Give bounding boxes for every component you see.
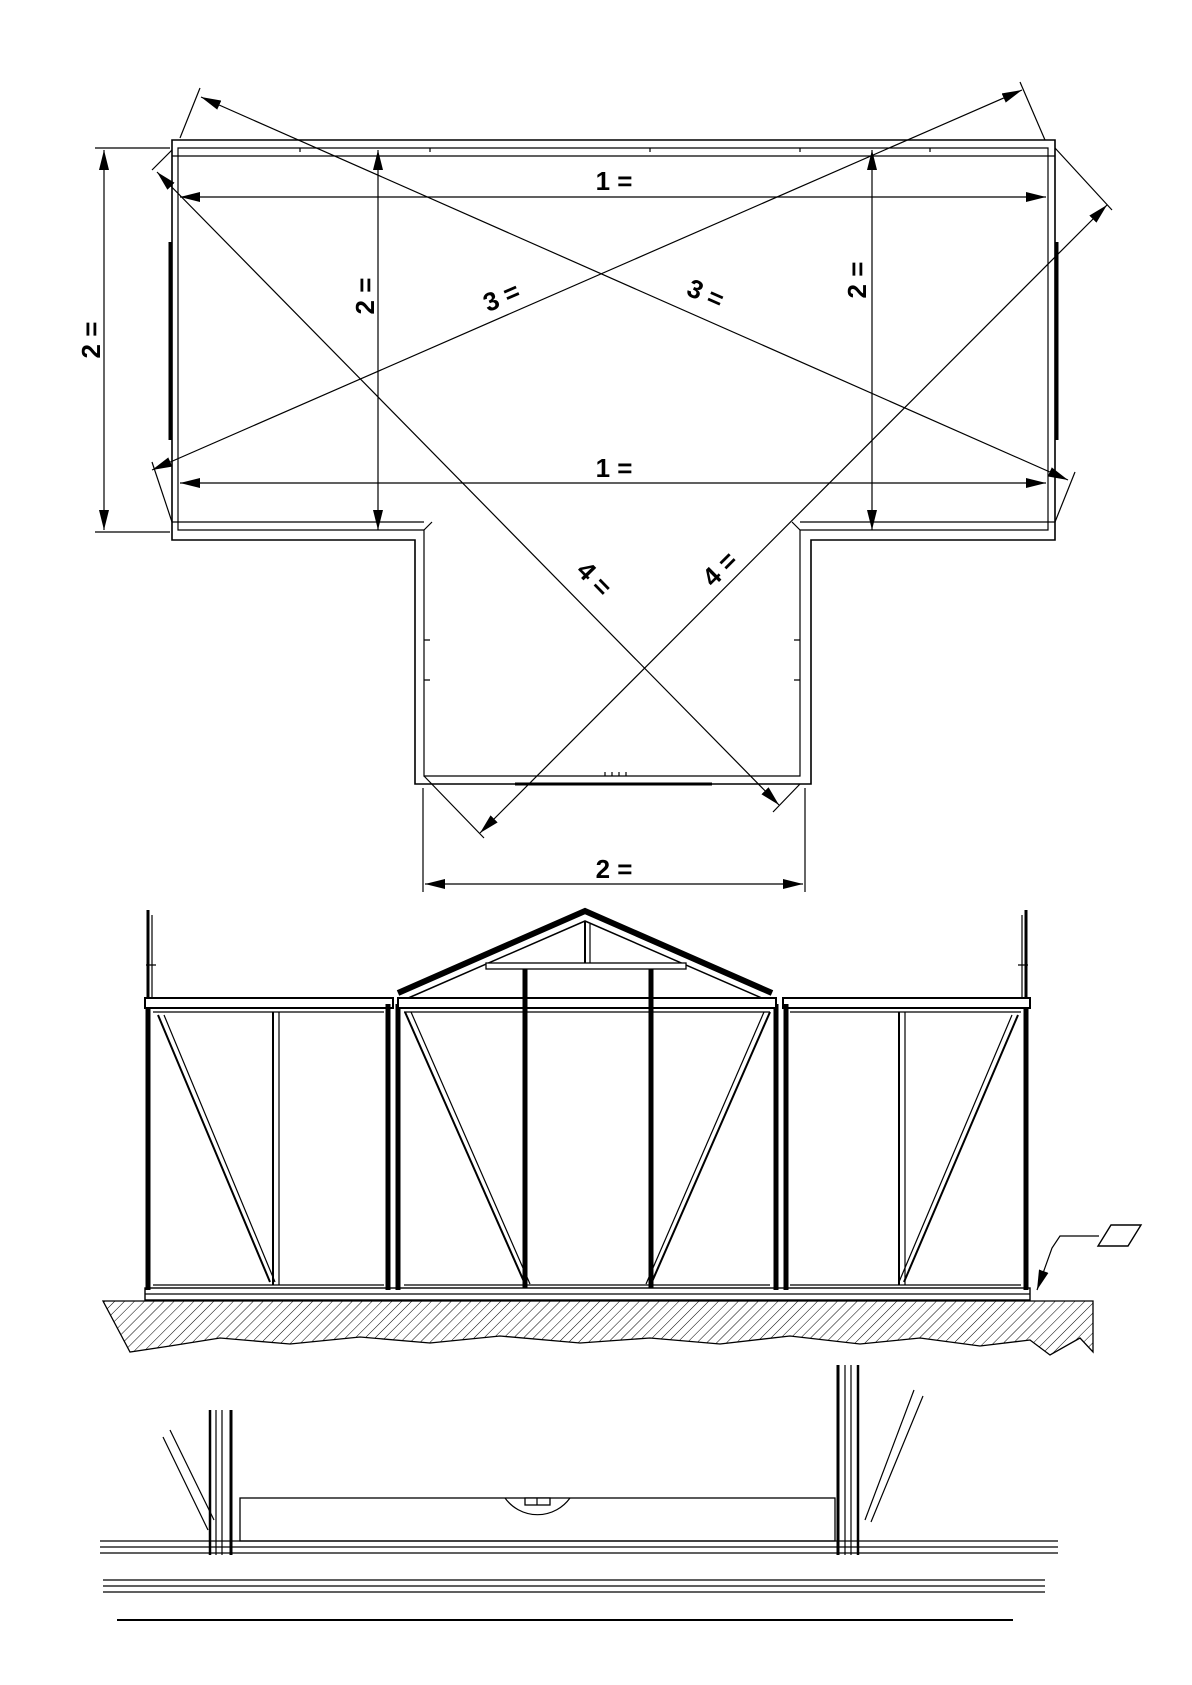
dimension-label-2-left-inner: 2 = xyxy=(350,278,380,315)
dimension-label-2-bottom: 2 = xyxy=(596,854,633,884)
dimension-label-1-bottom: 1 = xyxy=(596,453,633,483)
reference-tag-box xyxy=(1098,1225,1141,1246)
elevation-view xyxy=(103,910,1141,1355)
dimension-label-2-right-inner: 2 = xyxy=(842,262,872,299)
dimension-label-2-left-outer: 2 = xyxy=(76,322,106,359)
plan-view: 1 = 1 = 2 = 2 = 2 = 2 = xyxy=(76,82,1112,892)
dimension-2-bottom: 2 = xyxy=(423,788,805,892)
detail-view xyxy=(100,1365,1058,1620)
ground-hatch xyxy=(103,1301,1093,1355)
dimension-label-1-top: 1 = xyxy=(596,166,633,196)
